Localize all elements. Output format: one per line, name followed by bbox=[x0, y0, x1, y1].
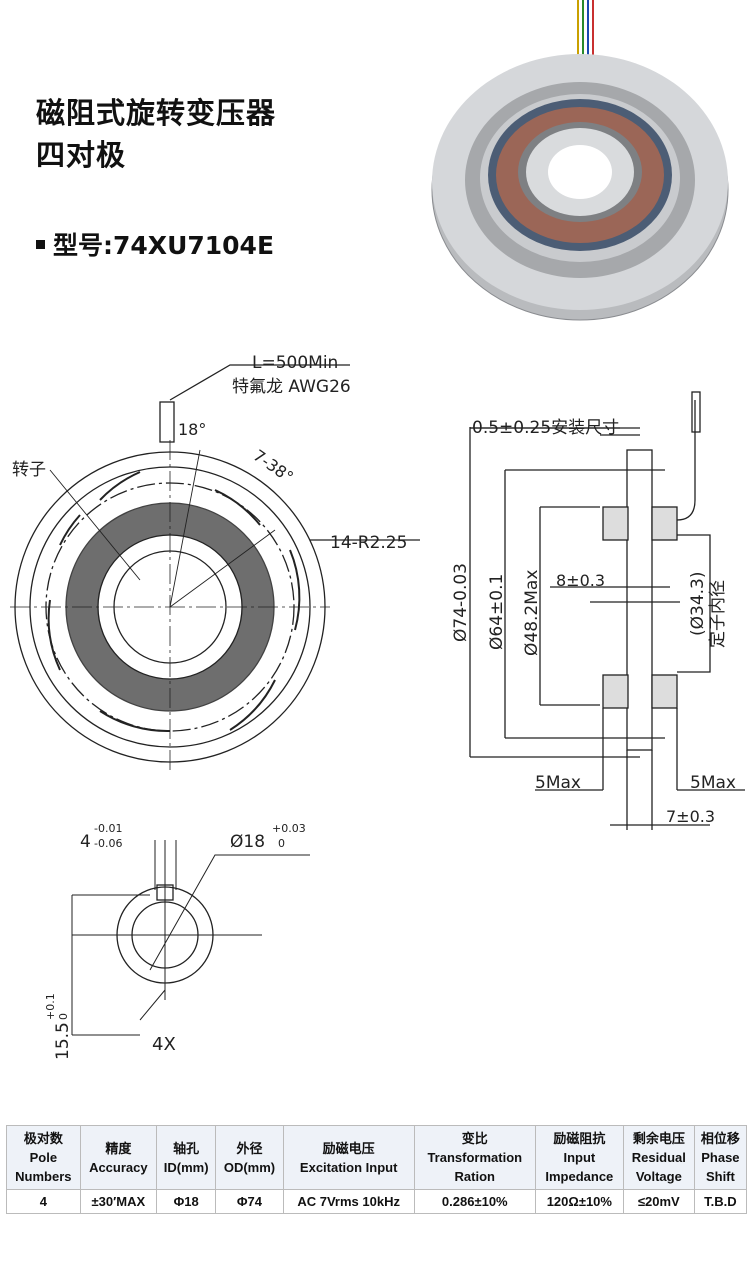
table-header: 外径 OD(mm) bbox=[215, 1125, 284, 1190]
header-line: 剩余电压 bbox=[632, 1131, 685, 1146]
header-line: 轴孔 bbox=[173, 1140, 200, 1156]
angle-label-2: 7-38° bbox=[250, 446, 297, 487]
bore-tol-top: +0.03 bbox=[272, 822, 306, 835]
table-cell: Φ18 bbox=[156, 1189, 217, 1214]
header-line: OD(mm) bbox=[223, 1159, 276, 1175]
height-tol-bottom: 0 bbox=[57, 1013, 70, 1020]
header-line: Input bbox=[563, 1150, 596, 1165]
table-cell: 0.286±10% bbox=[413, 1189, 536, 1214]
side-view bbox=[469, 391, 745, 830]
bore-tol-bottom: 0 bbox=[278, 837, 285, 850]
table-cell: AC 7Vrms 10kHz bbox=[282, 1189, 415, 1214]
header-line: 励磁阻抗 bbox=[553, 1131, 606, 1146]
header-line: Ration bbox=[454, 1169, 495, 1184]
header-line: 精度 bbox=[105, 1140, 132, 1156]
radius-label: 14-R2.25 bbox=[330, 533, 407, 553]
table-cell: 4 bbox=[6, 1189, 81, 1214]
w8-label: 8±0.3 bbox=[556, 571, 605, 590]
rotor-detail bbox=[71, 840, 310, 1036]
header-line: Residual bbox=[631, 1150, 686, 1165]
angle-label: 18° bbox=[178, 420, 206, 439]
stator-id-label: (Ø34.3) bbox=[688, 572, 708, 637]
key-tol-bottom: -0.06 bbox=[94, 837, 122, 850]
header-line: Phase bbox=[701, 1150, 740, 1165]
mount-label: 0.5±0.25安装尺寸 bbox=[472, 418, 619, 438]
title-line1: 磁阻式旋转变压器 bbox=[36, 96, 277, 130]
header-line: Pole bbox=[29, 1150, 58, 1165]
od-label: Ø74-0.03 bbox=[451, 563, 471, 642]
table-cell: ≤20mV bbox=[622, 1189, 695, 1214]
table-cell: ±30′MAX bbox=[79, 1189, 158, 1214]
header-line: 励磁电压 bbox=[322, 1140, 375, 1156]
header-line: Excitation Input bbox=[299, 1159, 398, 1175]
bore-label: Ø18 bbox=[230, 832, 265, 852]
height-label: 15.5 bbox=[53, 1022, 73, 1060]
title-line2: 四对极 bbox=[36, 138, 127, 172]
table-header: 精度 Accuracy bbox=[79, 1125, 158, 1190]
id64-label: Ø64±0.1 bbox=[487, 574, 507, 650]
count-label: 4X bbox=[152, 1034, 176, 1055]
key-tol-top: -0.01 bbox=[94, 822, 122, 835]
max-right-label: 5Max bbox=[690, 773, 736, 793]
header-line: 变比 bbox=[461, 1131, 488, 1146]
lead-length-label: L=500Min bbox=[252, 353, 338, 373]
stator-id-caption: 定子内径 bbox=[708, 580, 728, 648]
model-number: 型号:74XU7104E bbox=[36, 226, 274, 262]
product-title: 磁阻式旋转变压器 四对极 bbox=[36, 92, 276, 176]
header-line: Shift bbox=[705, 1169, 735, 1184]
rotor-label: 转子 bbox=[12, 460, 46, 480]
front-view bbox=[10, 364, 420, 770]
header-line: Impedance bbox=[545, 1169, 614, 1184]
key-width-label: 4 bbox=[80, 832, 91, 852]
header-line: ID(mm) bbox=[163, 1159, 209, 1175]
header-line: Numbers bbox=[15, 1169, 72, 1184]
header-line: 相位移 bbox=[700, 1131, 740, 1146]
height-tol-top: +0.1 bbox=[44, 993, 57, 1020]
header-line: Transformation bbox=[427, 1150, 523, 1165]
table-header: 轴孔 ID(mm) bbox=[156, 1125, 217, 1190]
header-line: 极对数 bbox=[23, 1131, 63, 1146]
product-photo bbox=[431, 0, 729, 321]
d48-label: Ø48.2Max bbox=[522, 570, 542, 656]
table-cell: Φ74 bbox=[215, 1189, 284, 1214]
header-line: Voltage bbox=[635, 1169, 682, 1184]
bullet-icon bbox=[36, 239, 45, 249]
header-line: Accuracy bbox=[89, 1159, 148, 1175]
wire-label: 特氟龙 AWG26 bbox=[232, 377, 351, 397]
w7-label: 7±0.3 bbox=[666, 807, 715, 826]
technical-drawing: L=500Min 特氟龙 AWG26 转子 18° 7-38° 14-R2.25… bbox=[10, 353, 745, 1060]
table-header: 励磁电压 Excitation Input bbox=[282, 1125, 415, 1190]
header-line: 外径 bbox=[236, 1140, 263, 1156]
table-cell: 120Ω±10% bbox=[534, 1189, 624, 1214]
model-text: 型号:74XU7104E bbox=[53, 231, 275, 260]
table-cell: T.B.D bbox=[693, 1189, 748, 1214]
max-left-label: 5Max bbox=[535, 773, 581, 793]
